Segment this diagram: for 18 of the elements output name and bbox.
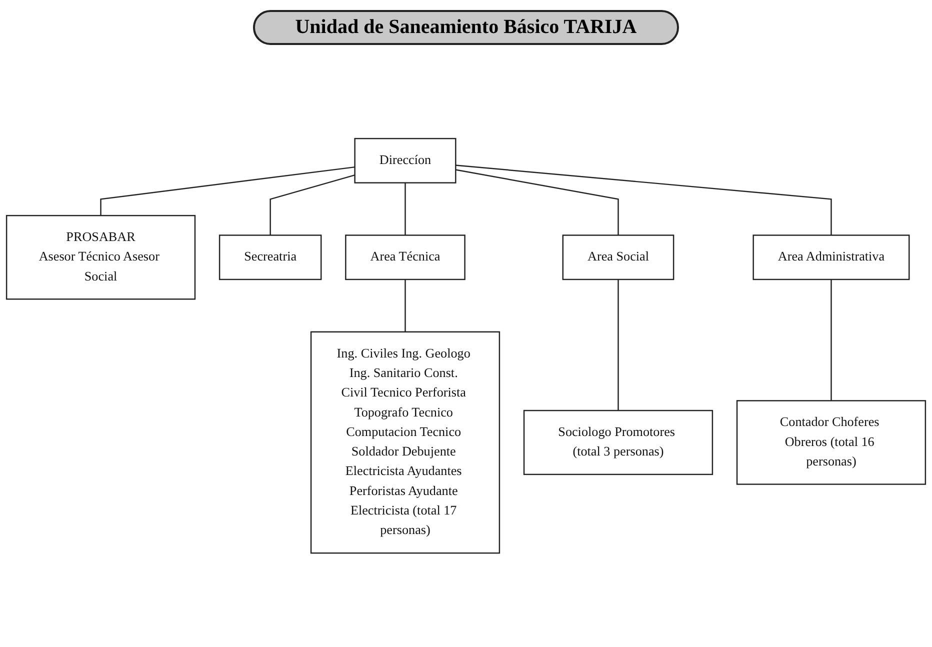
connector bbox=[404, 182, 406, 236]
node-box: Ing. Civiles Ing. Geologo Ing. Sanitario Const. Civil Tecnico Perforista Topografo Tecnico Computacion Tecnico Soldador Debujente Electricista Ayudantes Perforistas Ayudante Electricista (total 17 personas) bbox=[310, 331, 500, 554]
title-banner: Unidad de Saneamiento Básico TARIJA bbox=[253, 10, 679, 45]
connector bbox=[404, 280, 406, 332]
node-box: Area Técnica bbox=[345, 234, 466, 280]
node-box: Secreatria bbox=[218, 234, 322, 280]
node-box: PROSABAR Asesor Técnico Asesor Social bbox=[6, 215, 196, 300]
connector bbox=[830, 280, 832, 401]
connector bbox=[618, 280, 619, 411]
connector bbox=[456, 169, 619, 236]
connector bbox=[100, 166, 355, 216]
node-box: Sociologo Promotores (total 3 personas) bbox=[523, 410, 714, 476]
node-box: Area Administrativa bbox=[752, 234, 910, 280]
node-box: Direccíon bbox=[354, 138, 456, 184]
connector bbox=[270, 174, 355, 236]
node-box: Area Social bbox=[562, 234, 674, 280]
node-box: Contador Choferes Obreros (total 16 personas) bbox=[736, 400, 926, 486]
connector bbox=[456, 164, 832, 236]
